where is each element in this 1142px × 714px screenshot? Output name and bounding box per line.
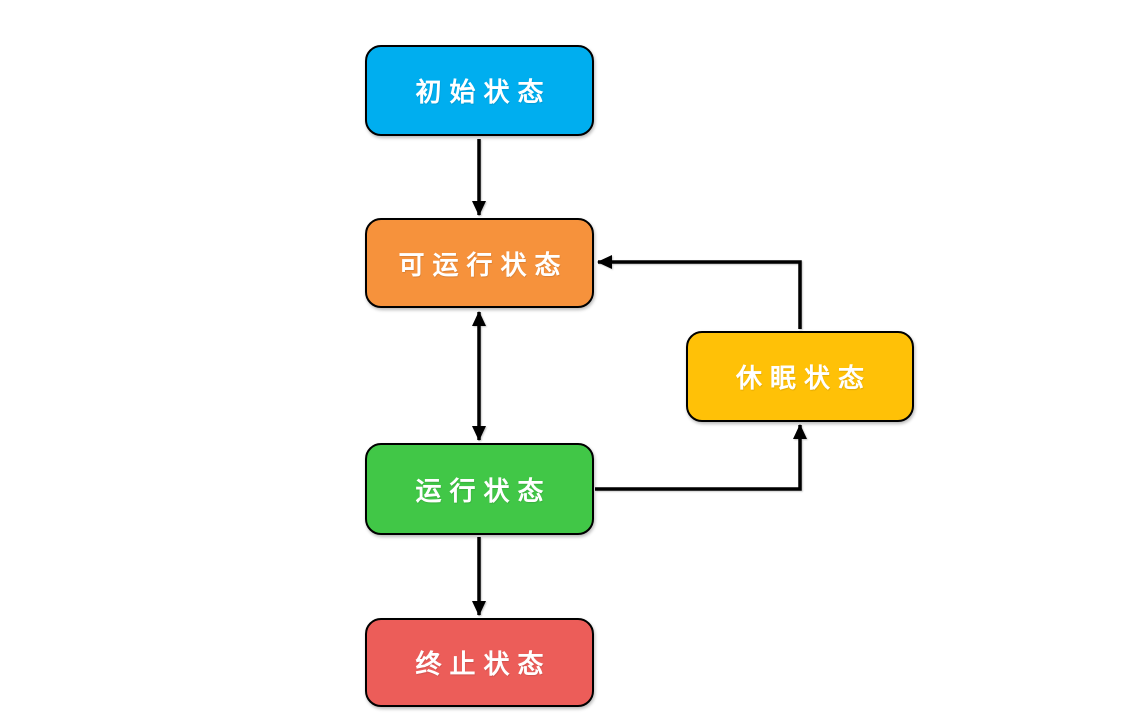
node-runnable-state-label: 可运行状态 — [398, 250, 569, 281]
node-initial-state-label: 初始状态 — [415, 78, 552, 108]
node-terminated-state: 终止状态 — [365, 618, 594, 707]
edge-sleep-to-runnable — [597, 255, 802, 329]
node-terminated-state-label: 终止状态 — [415, 650, 552, 680]
node-initial-state: 初始状态 — [365, 45, 594, 136]
edge-running-to-sleep — [595, 424, 807, 491]
node-sleep-state: 休眠状态 — [686, 331, 914, 422]
node-runnable-state: 可运行状态 — [365, 218, 594, 308]
node-sleep-state-label: 休眠状态 — [735, 364, 872, 394]
node-running-state-label: 运行状态 — [415, 476, 552, 507]
node-running-state: 运行状态 — [365, 443, 594, 535]
